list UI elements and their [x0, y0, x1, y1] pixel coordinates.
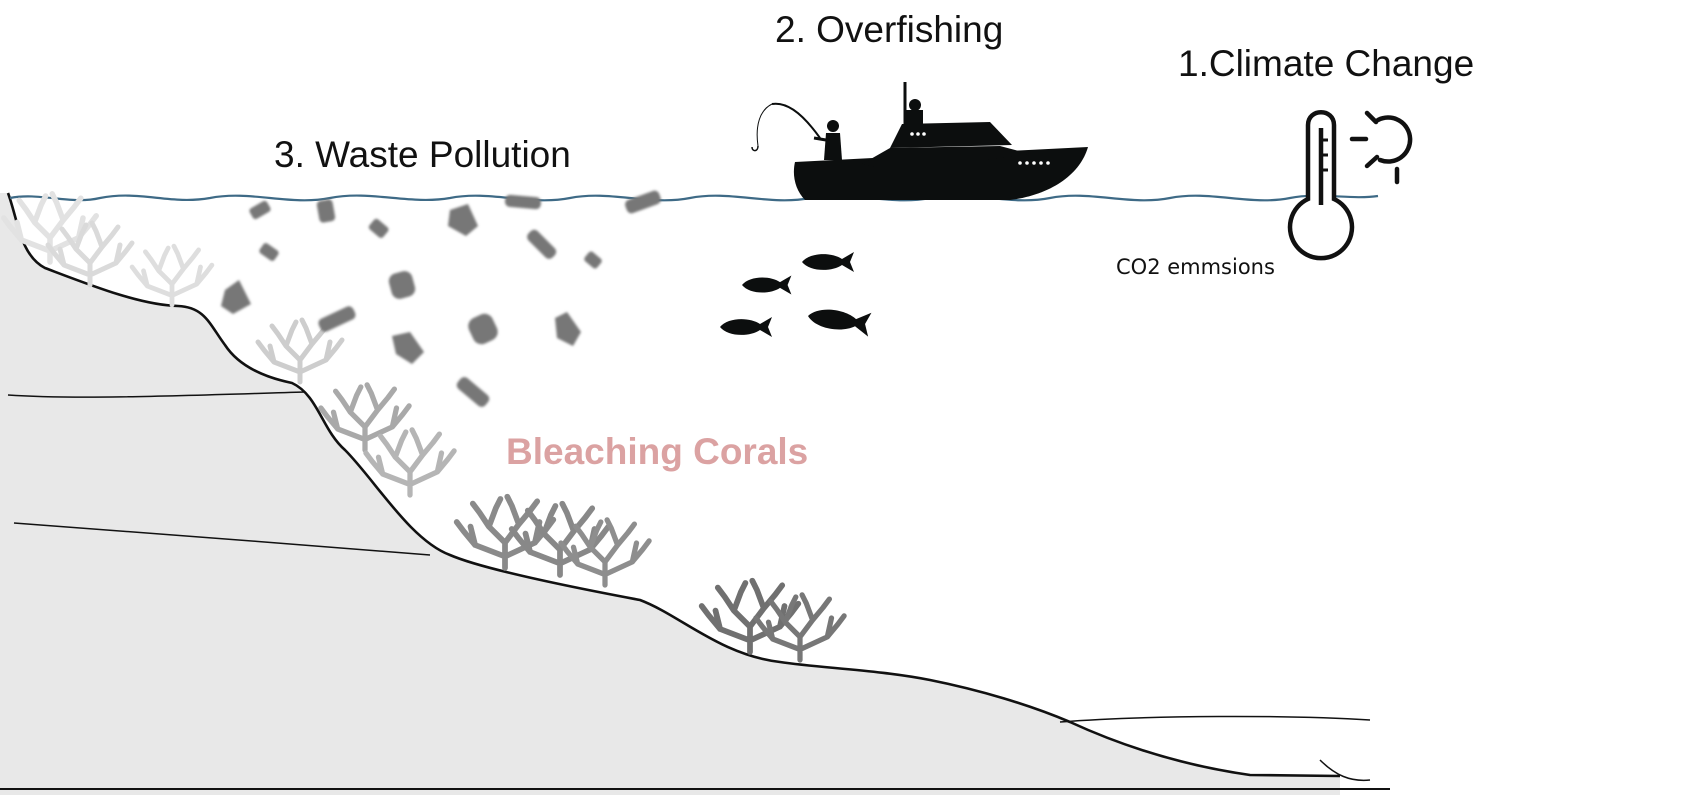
sun-icon: [1349, 110, 1413, 185]
fishing-boat-icon: [793, 82, 1088, 200]
water-surface: [9, 194, 1379, 202]
seabed-outline: [6, 192, 1341, 778]
boat-windows: [910, 132, 1050, 165]
fish-icon: [720, 252, 872, 337]
label-waste-pollution: 3. Waste Pollution: [274, 134, 571, 175]
strata-line: [1319, 759, 1371, 782]
fishing-rod: [751, 102, 821, 152]
label-co2-emissions: CO2 emmsions: [1116, 255, 1275, 279]
seabed: [0, 193, 1340, 795]
label-overfishing: 2. Overfishing: [775, 9, 1004, 50]
strata-line: [7, 391, 306, 398]
label-bleaching-corals: Bleaching Corals: [506, 431, 809, 472]
label-climate-change: 1.Climate Change: [1178, 43, 1475, 84]
debris-icon: [221, 190, 661, 407]
strata-line: [1059, 715, 1371, 723]
strata-line: [13, 522, 431, 556]
thermometer-icon: [1287, 110, 1355, 261]
